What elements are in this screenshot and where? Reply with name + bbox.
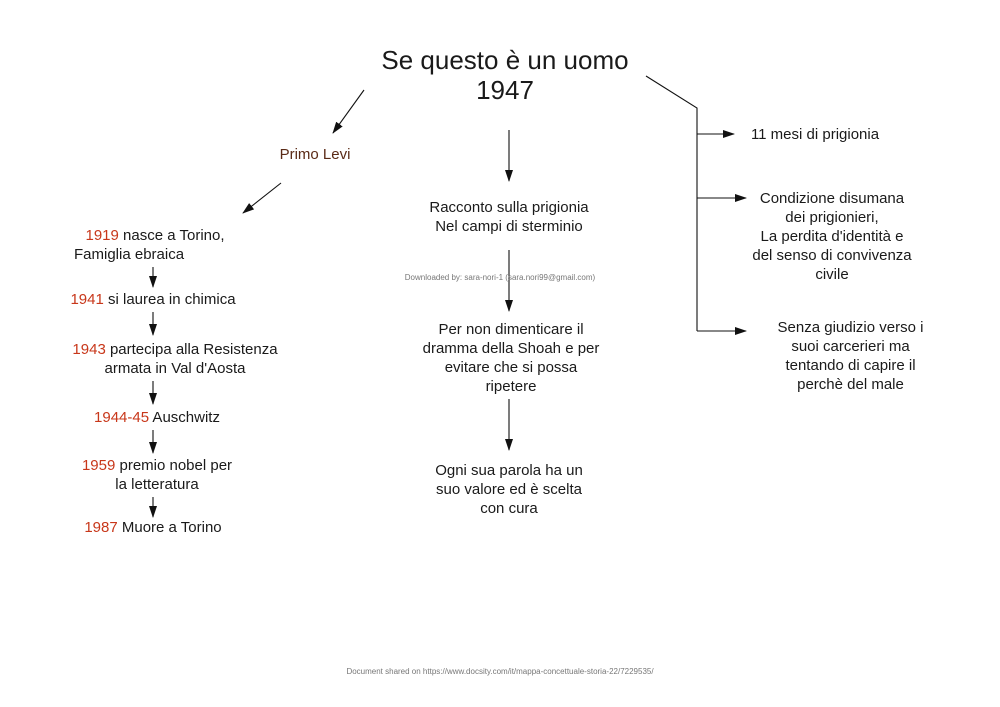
node-line: ripetere bbox=[485, 378, 537, 395]
node-line: La perdita d'identità e bbox=[760, 228, 904, 245]
author-node: Primo Levi bbox=[279, 146, 351, 163]
right-node-giudizio: Senza giudizio verso i suoi carcerieri m… bbox=[748, 318, 953, 394]
timeline-item-1919: 1919 nasce a Torino, Famiglia ebraica bbox=[40, 226, 270, 264]
timeline-line: 1959 premio nobel per bbox=[57, 456, 257, 475]
timeline-year: 1944-45 bbox=[94, 409, 150, 426]
timeline-year: 1987 bbox=[84, 519, 118, 536]
node-line: Per non dimenticare il bbox=[438, 321, 584, 338]
timeline-text: Muore a Torino bbox=[117, 519, 222, 536]
node-line: perchè del male bbox=[797, 376, 904, 393]
timeline-year: 1959 bbox=[81, 457, 116, 474]
branch-right bbox=[645, 75, 698, 331]
timeline-year: 1919 bbox=[85, 227, 119, 244]
footer-source: Document shared on https://www.docsity.c… bbox=[346, 667, 654, 676]
timeline-line: armata in Val d'Aosta bbox=[104, 360, 246, 377]
node-line: Condizione disumana bbox=[759, 190, 905, 207]
timeline-text: partecipa alla Resistenza bbox=[105, 341, 278, 358]
node-line: Ogni sua parola ha un bbox=[435, 462, 583, 479]
node-line: tentando di capire il bbox=[785, 357, 916, 374]
timeline-line: la letteratura bbox=[115, 476, 199, 493]
arrow-title-to-author bbox=[332, 89, 365, 134]
node-line: dei prigionieri, bbox=[785, 209, 879, 226]
timeline-item-1941: 1941 si laurea in chimica bbox=[38, 290, 268, 309]
title-node: Se questo è un uomo 1947 bbox=[355, 45, 655, 105]
node-line: suo valore ed è scelta bbox=[436, 481, 582, 498]
title-year: 1947 bbox=[476, 75, 534, 105]
node-line: dramma della Shoah e per bbox=[422, 340, 600, 357]
timeline-line: Famiglia ebraica bbox=[74, 246, 185, 263]
timeline-text: si laurea in chimica bbox=[103, 291, 236, 308]
timeline-item-1943: 1943 partecipa alla Resistenza armata in… bbox=[45, 340, 305, 378]
timeline-text: premio nobel per bbox=[115, 457, 233, 474]
node-line: Nel campi di sterminio bbox=[435, 218, 583, 235]
download-watermark: Downloaded by: sara-nori-1 (sara.nori99@… bbox=[404, 273, 596, 282]
center-node-non-dimenticare: Per non dimenticare il dramma della Shoa… bbox=[396, 320, 626, 396]
arrow-author-to-timeline bbox=[242, 182, 282, 214]
node-line: Senza giudizio verso i bbox=[777, 319, 924, 336]
timeline-year: 1943 bbox=[72, 341, 106, 358]
center-node-racconto: Racconto sulla prigionia Nel campi di st… bbox=[394, 198, 624, 236]
right-node-condizione: Condizione disumana dei prigionieri, La … bbox=[727, 189, 937, 284]
timeline-item-1987: 1987 Muore a Torino bbox=[53, 518, 253, 537]
timeline-text: nasce a Torino, bbox=[118, 227, 225, 244]
center-node-parola: Ogni sua parola ha un suo valore ed è sc… bbox=[394, 461, 624, 518]
node-line: 11 mesi di prigionia bbox=[750, 126, 880, 143]
node-line: del senso di convivenza bbox=[752, 247, 912, 264]
node-line: con cura bbox=[480, 500, 538, 517]
timeline-text: Auschwitz bbox=[149, 409, 220, 426]
node-line: civile bbox=[815, 266, 849, 283]
timeline-item-1944-45: 1944-45 Auschwitz bbox=[57, 408, 257, 427]
right-node-prigionia: 11 mesi di prigionia bbox=[735, 125, 895, 144]
node-line: suoi carcerieri ma bbox=[791, 338, 910, 355]
timeline-line: 1919 nasce a Torino, bbox=[40, 226, 270, 245]
timeline-year: 1941 bbox=[70, 291, 104, 308]
timeline-item-1959: 1959 premio nobel per la letteratura bbox=[57, 456, 257, 494]
timeline-line: 1943 partecipa alla Resistenza bbox=[45, 340, 305, 359]
node-line: evitare che si possa bbox=[444, 359, 578, 376]
title-text: Se questo è un uomo bbox=[381, 45, 629, 75]
node-line: Racconto sulla prigionia bbox=[429, 199, 589, 216]
